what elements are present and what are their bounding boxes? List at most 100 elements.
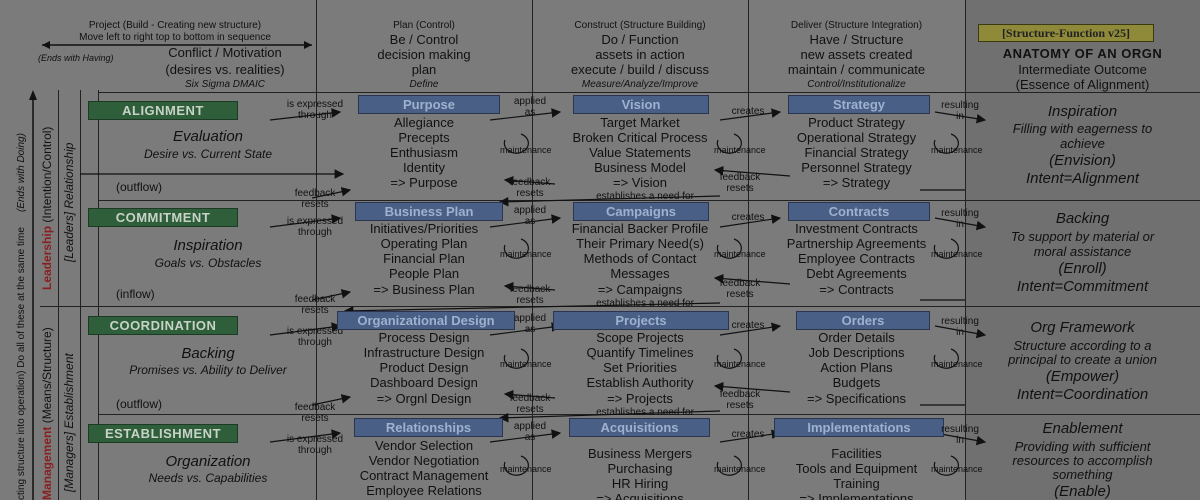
header-construct-sub: Measure/Analyze/Improve (581, 79, 699, 90)
row-alignment-del-item: Financial Strategy (804, 145, 909, 160)
row-coordination-out-l2: principal to create a union (1008, 352, 1157, 367)
row-commitment-resets-2: resets (726, 289, 754, 300)
row-coordination-feedback-1: feedback (509, 393, 551, 404)
row-establishment-con-item: Purchasing (607, 461, 673, 476)
row-coordination-con-item: => Projects (607, 391, 673, 406)
row-commitment-feedback-2: feedback (719, 278, 761, 289)
row-coordination-del-item: Order Details (818, 330, 895, 345)
row-establishment-del-item: Training (833, 476, 880, 491)
row-establishment-con-title: Acquisitions (569, 418, 710, 437)
row-alignment-through: through (298, 110, 332, 121)
divider-row-1 (98, 200, 1200, 201)
row-commitment-plan-item: People Plan (388, 266, 460, 281)
row-commitment-out-l2: moral assistance (1033, 244, 1132, 259)
row-commitment-maintenance-1: maintenance (500, 249, 552, 259)
row-coordination-out-l1: Structure according to a (1013, 338, 1152, 353)
row-alignment-con-title: Vision (573, 95, 709, 114)
row-alignment-con-item: Target Market (600, 115, 680, 130)
row-alignment-con-item: => Vision (613, 175, 667, 190)
row-establishment-out-l2: resources to accomplish (1012, 453, 1153, 468)
row-coordination-applied: applied (513, 313, 547, 324)
row-alignment-out-l4: Intent=Alignment (1026, 170, 1139, 187)
header-construct-l1: Do / Function (601, 32, 679, 47)
header-plan-l3: plan (411, 62, 437, 77)
row-coordination-expressed: is expressed (286, 326, 344, 337)
row-establishment-in: in (956, 435, 964, 446)
row-coordination-con-item: Scope Projects (596, 330, 684, 345)
row-alignment-applied: applied (513, 96, 547, 107)
row-commitment-feedback-1: feedback (509, 284, 551, 295)
row-coordination-con-item: Quantify Timelines (586, 345, 694, 360)
row-alignment-del-title: Strategy (788, 95, 930, 114)
row-establishment-plan-title: Relationships (354, 418, 503, 437)
row-commitment-flow: (inflow) (116, 287, 155, 301)
row-establishment-con-item: Business Mergers (587, 446, 693, 461)
row-coordination-con-title: Projects (553, 311, 729, 330)
vertical-arrow (29, 90, 37, 500)
row-coordination-plan-item: Dashboard Design (370, 375, 478, 390)
row-establishment-del-title: Implementations (774, 418, 944, 437)
row-coordination-del-item: Job Descriptions (808, 345, 905, 360)
row-alignment-maintenance-2: maintenance (714, 145, 766, 155)
header-deliver-l3: maintain / communicate (787, 62, 926, 77)
row-alignment-del-item: Personnel Strategy (801, 160, 912, 175)
row-commitment-out-l4: Intent=Commitment (1016, 278, 1149, 295)
row-commitment-con-item: Financial Backer Profile (571, 221, 709, 236)
row-coordination-creates: creates (731, 320, 765, 331)
row-coordination-out-title: Org Framework (1030, 319, 1135, 336)
row-coordination-out-l4: Intent=Coordination (1016, 386, 1149, 403)
row-commitment-del-item: Partnership Agreements (786, 236, 927, 251)
row-alignment-plan-item: Allegiance (394, 115, 454, 130)
row-commitment-con-title: Campaigns (573, 202, 709, 221)
row-coordination-del-title: Orders (796, 311, 930, 330)
row-establishment-maintenance-3: maintenance (931, 464, 983, 474)
header-six-sigma: Six Sigma DMAIC (184, 79, 265, 90)
row-coordination-plan-item: Infrastructure Design (363, 345, 485, 360)
row-alignment-label: ALIGNMENT (88, 101, 238, 120)
row-coordination-through: through (298, 337, 332, 348)
row-establishment-del-item: Tools and Equipment (795, 461, 918, 476)
row-alignment-plan-item: Precepts (398, 130, 450, 145)
row-commitment-resulting: resulting (941, 208, 979, 219)
header-plan-sub: Define (409, 79, 439, 90)
row-commitment-maintenance-2: maintenance (714, 249, 766, 259)
row-establishment-plan-item: Contract Management (359, 468, 489, 483)
row-alignment-out-l1: Filling with eagerness to (1012, 121, 1153, 136)
row-alignment-establishes: establishes a need for (596, 191, 694, 202)
row-alignment-plan-item: Enthusiasm (390, 145, 458, 160)
header-deliver-top: Deliver (Structure Integration) (790, 20, 923, 31)
row-establishment-out-l3: something (1052, 467, 1113, 482)
row-commitment-out-l3: (Enroll) (1058, 260, 1107, 277)
row-establishment-del-item: => Implementations (799, 491, 914, 500)
row-commitment-in: in (956, 219, 964, 230)
header-deliver-l2: new assets created (800, 47, 913, 62)
row-alignment-feedback-1: feedback (509, 177, 551, 188)
divider-col-plan (316, 0, 317, 500)
row-alignment-out-l3: (Envision) (1049, 152, 1116, 169)
row-alignment-plan-item: Identity (403, 160, 445, 175)
row-alignment-con-item: Business Model (594, 160, 686, 175)
row-coordination-flow: (outflow) (116, 397, 163, 411)
row-coordination-plan-item: Product Design (379, 360, 469, 375)
row-commitment-plan-item: Initiatives/Priorities (369, 221, 479, 236)
row-commitment-del-item: => Contracts (819, 282, 894, 297)
row-establishment-state: Organization (165, 453, 251, 470)
row-alignment-maintenance-1: maintenance (500, 145, 552, 155)
row-establishment-plan-item: Vendor Negotiation (368, 453, 480, 468)
row-alignment-del-item: Operational Strategy (796, 130, 917, 145)
row-coordination-plan-item: => Orgnl Design (376, 391, 472, 406)
row-commitment-con-item: Messages (610, 266, 670, 281)
row-commitment-label: COMMITMENT (88, 208, 238, 227)
row-alignment-plan-title: Purpose (358, 95, 500, 114)
row-establishment-out-title: Enablement (1042, 420, 1123, 437)
row-coordination-resets-2: resets (726, 400, 754, 411)
row-alignment-plan-item: => Purpose (390, 175, 458, 190)
row-establishment-con-item: HR Hiring (611, 476, 669, 491)
row-coordination-resets-in: resets (301, 305, 329, 316)
row-alignment-creates: creates (731, 106, 765, 117)
row-coordination-del-item: Budgets (832, 375, 881, 390)
row-coordination-resulting: resulting (941, 316, 979, 327)
row-establishment-resulting: resulting (941, 424, 979, 435)
